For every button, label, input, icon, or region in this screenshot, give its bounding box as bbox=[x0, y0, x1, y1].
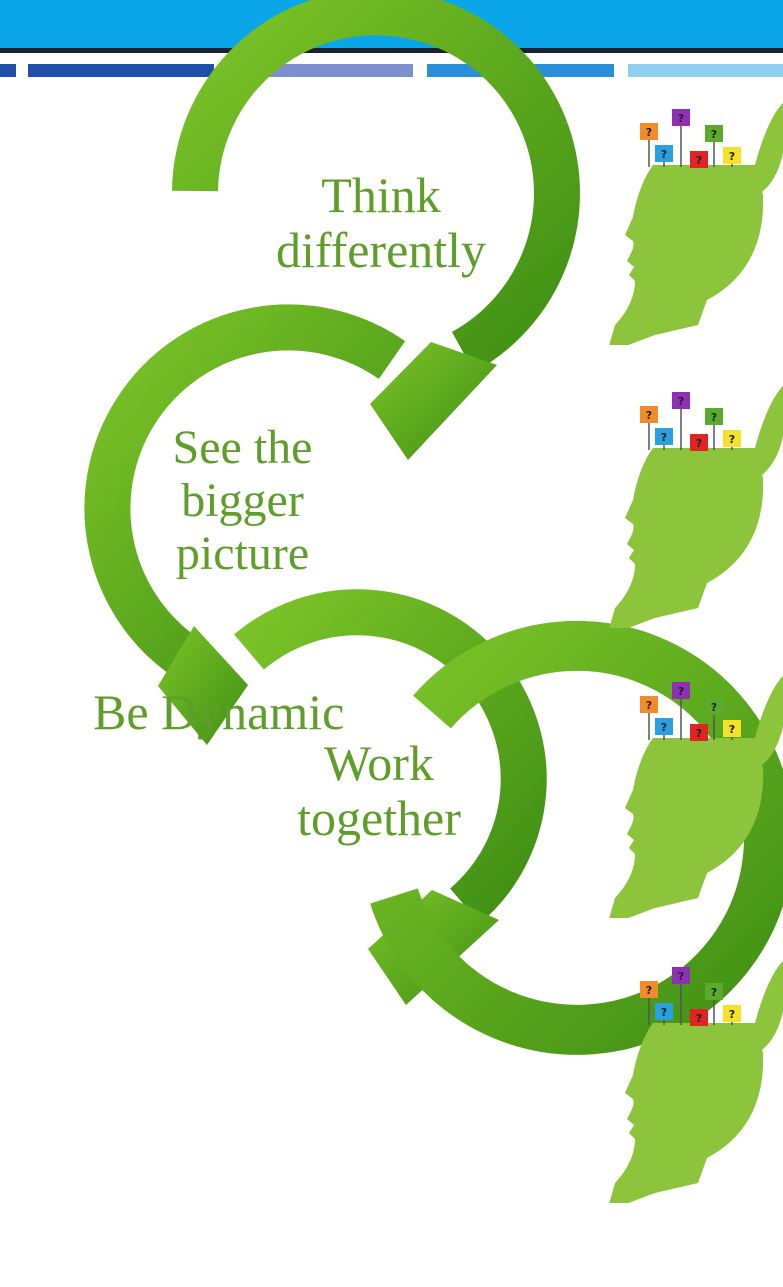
sticky-note-icon: ? bbox=[672, 109, 690, 126]
svg-text:?: ? bbox=[696, 154, 702, 167]
svg-text:?: ? bbox=[661, 1006, 667, 1019]
svg-text:?: ? bbox=[711, 411, 717, 424]
sticky-note-icon: ? bbox=[705, 125, 723, 142]
svg-text:?: ? bbox=[678, 685, 684, 698]
sticky-note-icon: ? bbox=[690, 1009, 708, 1026]
svg-text:?: ? bbox=[729, 723, 735, 736]
open-head-question-icon: ?????? bbox=[595, 378, 783, 628]
sticky-note-icon: ? bbox=[640, 696, 658, 713]
svg-text:?: ? bbox=[646, 984, 652, 997]
svg-text:?: ? bbox=[711, 986, 717, 999]
curved-arrow-4 bbox=[370, 620, 783, 1055]
sticky-note-icon: ? bbox=[723, 147, 741, 164]
open-head-question-icon: ?????? bbox=[595, 95, 783, 345]
svg-text:?: ? bbox=[646, 126, 652, 139]
svg-text:?: ? bbox=[661, 431, 667, 444]
svg-text:?: ? bbox=[696, 1012, 702, 1025]
header-segment bbox=[28, 64, 214, 77]
sticky-note-icon: ? bbox=[672, 682, 690, 699]
sticky-note-icon: ? bbox=[690, 724, 708, 741]
sticky-note-icon: ? bbox=[723, 1005, 741, 1022]
curved-arrow-2 bbox=[84, 304, 406, 745]
sticky-note-icon: ? bbox=[655, 1003, 673, 1020]
sticky-note-icon: ? bbox=[655, 145, 673, 162]
svg-text:?: ? bbox=[696, 437, 702, 450]
sticky-note-icon: ? bbox=[640, 981, 658, 998]
svg-text:?: ? bbox=[711, 128, 717, 141]
sticky-note-icon: ? bbox=[690, 434, 708, 451]
open-head-question-icon: ?????? bbox=[595, 953, 783, 1203]
sticky-note-icon: ? bbox=[705, 983, 723, 1000]
svg-text:?: ? bbox=[678, 112, 684, 125]
svg-text:?: ? bbox=[729, 433, 735, 446]
sticky-note-icon: ? bbox=[672, 967, 690, 984]
sticky-note-icon: ? bbox=[723, 430, 741, 447]
curved-arrow-1 bbox=[172, 0, 580, 460]
sticky-note-icon: ? bbox=[705, 408, 723, 425]
header-segment bbox=[0, 64, 16, 77]
svg-text:?: ? bbox=[661, 148, 667, 161]
svg-text:?: ? bbox=[678, 395, 684, 408]
sticky-note-icon: ? bbox=[723, 720, 741, 737]
svg-text:?: ? bbox=[729, 1008, 735, 1021]
svg-text:?: ? bbox=[696, 727, 702, 740]
svg-text:?: ? bbox=[661, 721, 667, 734]
sticky-note-icon: ? bbox=[655, 428, 673, 445]
svg-text:?: ? bbox=[646, 699, 652, 712]
sticky-note-icon: ? bbox=[690, 151, 708, 168]
sticky-note-icon: ? bbox=[672, 392, 690, 409]
svg-text:?: ? bbox=[711, 701, 717, 714]
sticky-note-icon: ? bbox=[640, 123, 658, 140]
sticky-note-icon: ? bbox=[640, 406, 658, 423]
svg-text:?: ? bbox=[646, 409, 652, 422]
open-head-question-icon: ?????? bbox=[595, 668, 783, 918]
svg-text:?: ? bbox=[678, 970, 684, 983]
header-segment bbox=[628, 64, 783, 77]
header-rule bbox=[0, 48, 783, 53]
sticky-note-icon: ? bbox=[655, 718, 673, 735]
step-be-dynamic: Be Dynamic bbox=[93, 684, 345, 740]
svg-text:?: ? bbox=[729, 150, 735, 163]
sticky-note-icon: ? bbox=[705, 698, 723, 715]
